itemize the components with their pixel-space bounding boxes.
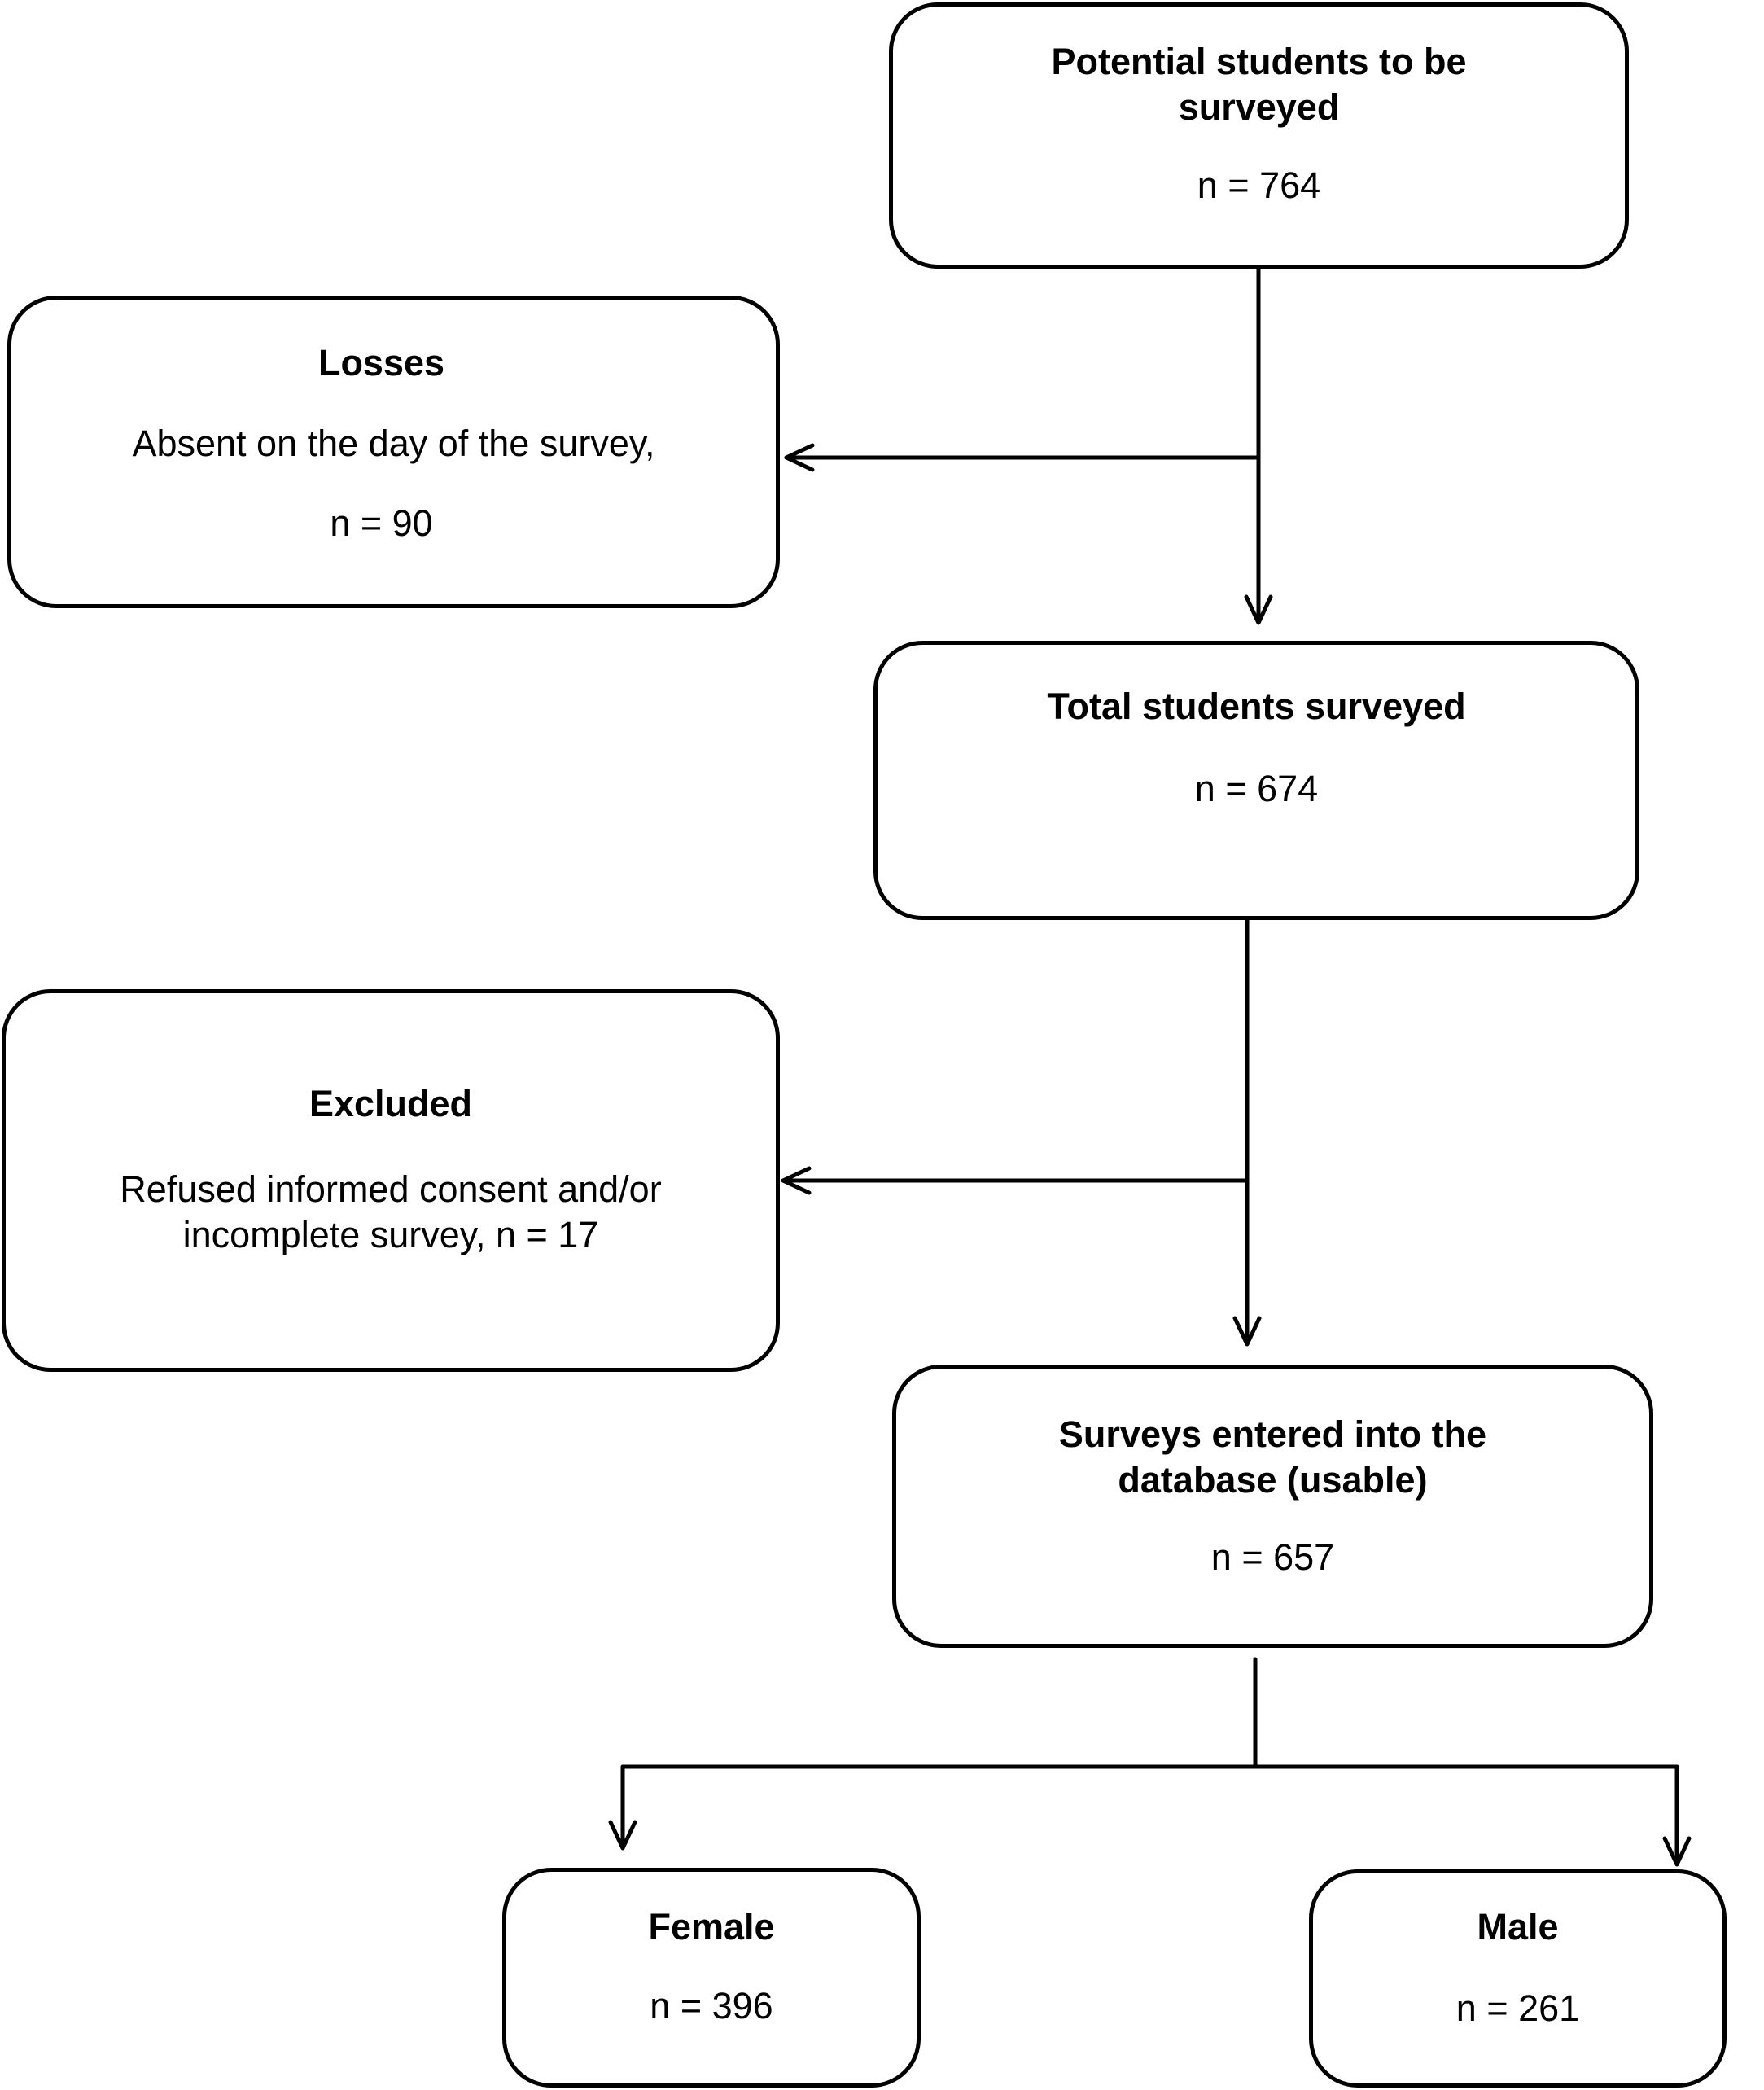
usable-title-line-1: Surveys entered into the (1058, 1413, 1487, 1455)
total-surveyed-box: Total students surveyed n = 674 (873, 641, 1639, 920)
arrowhead-to-losses (784, 443, 815, 472)
female-box: Female n = 396 (502, 1868, 921, 2088)
excluded-title: Excluded (309, 1083, 473, 1124)
male-count: n = 261 (1455, 1987, 1580, 2029)
female-title: Female (648, 1906, 775, 1948)
arrowhead-to-male (1662, 1836, 1692, 1867)
potential-students-box: Potential students to be surveyed n = 76… (889, 2, 1629, 269)
usable-surveys-box: Surveys entered into the database (usabl… (892, 1365, 1653, 1648)
potential-title-line-1: Potential students to be (1051, 41, 1467, 82)
female-count: n = 396 (650, 1985, 773, 2026)
losses-box: Losses Absent on the day of the survey, … (7, 296, 780, 608)
usable-title-line-2: database (usable) (1118, 1459, 1428, 1501)
surveyed-title: Total students surveyed (1047, 686, 1466, 727)
male-box: Male n = 261 (1309, 1869, 1727, 2088)
losses-title: Losses (317, 342, 445, 383)
potential-title-line-2: surveyed (1178, 86, 1340, 128)
excluded-box: Excluded Refused informed consent and/or… (2, 989, 780, 1372)
losses-reason: Absent on the day of the survey, (132, 423, 655, 464)
surveyed-count: n = 674 (1194, 768, 1319, 809)
arrowhead-to-excluded (781, 1166, 812, 1195)
male-title: Male (1477, 1906, 1559, 1948)
arrowhead-to-female (608, 1820, 637, 1851)
arrowhead-to-usable (1232, 1316, 1262, 1347)
excluded-reason-line-2: incomplete survey, n = 17 (182, 1214, 599, 1255)
losses-count: n = 90 (330, 502, 433, 544)
arrowhead-to-surveyed (1244, 594, 1273, 625)
usable-count: n = 657 (1210, 1536, 1335, 1578)
potential-count: n = 764 (1197, 164, 1321, 206)
excluded-reason-line-1: Refused informed consent and/or (120, 1168, 662, 1210)
